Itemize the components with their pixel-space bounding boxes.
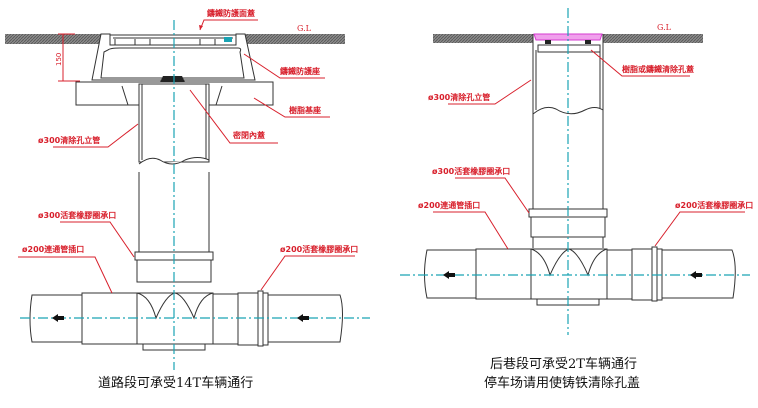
label-riser-pipe: ø300清除孔立管: [428, 92, 490, 102]
label-riser-socket: ø300活套橡膠圈承口: [432, 166, 510, 176]
label-socket: ø200活套橡膠圈承口: [675, 200, 753, 210]
flow-arrow-icon: [443, 271, 455, 279]
right-caption-line2: 停车场请用使铸铁清除孔盖: [484, 375, 640, 391]
label-riser-socket: ø300活套橡膠圈承口: [38, 210, 116, 220]
label-socket: ø200活套橡膠圈承口: [280, 244, 358, 254]
spigot-section: [81, 292, 138, 345]
label-resin-base: 樹脂基座: [289, 105, 321, 115]
label-cast-iron-seat: 鑄鐵防護座: [279, 66, 320, 76]
flow-arrow-icon: [52, 314, 64, 322]
left-diagram: G.L 150: [5, 8, 370, 391]
label-cleanout-cover: 樹脂或鑄鐵清除孔蓋: [622, 64, 694, 74]
inner-lid-handle: [160, 76, 185, 82]
label-sealed-inner-lid: 密閉內蓋: [232, 130, 265, 140]
cast-iron-cover: [109, 34, 237, 46]
riser-pipe: [532, 50, 604, 248]
spigot-section: [475, 248, 532, 300]
ground-left-a: [5, 34, 101, 44]
ground-level-label: G.L: [297, 24, 312, 33]
label-spigot: ø200連通管插口: [418, 200, 480, 210]
label-cast-iron-cover: 鑄鐵防護面蓋: [206, 8, 255, 18]
left-caption: 道路段可承受14T车辆通行: [98, 375, 253, 391]
ground-left-b: [245, 34, 345, 44]
tee-fitting: [530, 248, 608, 300]
ground-right-b: [603, 34, 703, 43]
label-riser-pipe: ø300清除孔立管: [38, 135, 100, 145]
flow-arrow-icon: [690, 271, 702, 279]
flow-arrow-icon: [297, 314, 309, 322]
right-diagram: G.L 樹脂或鑄鐵清除孔蓋 ø300清除孔立管 ø300活套橡膠圈承口: [400, 8, 753, 391]
riser-pipe-lower: [138, 172, 210, 252]
dimension-label: 150: [55, 53, 63, 66]
right-caption-line1: 后巷段可承受2T车辆通行: [490, 356, 637, 372]
ground-level-label: G.L: [657, 23, 672, 32]
cleanout-cover: [533, 33, 603, 41]
ground-right-a: [433, 34, 533, 43]
label-spigot: ø200連通管插口: [22, 244, 84, 254]
